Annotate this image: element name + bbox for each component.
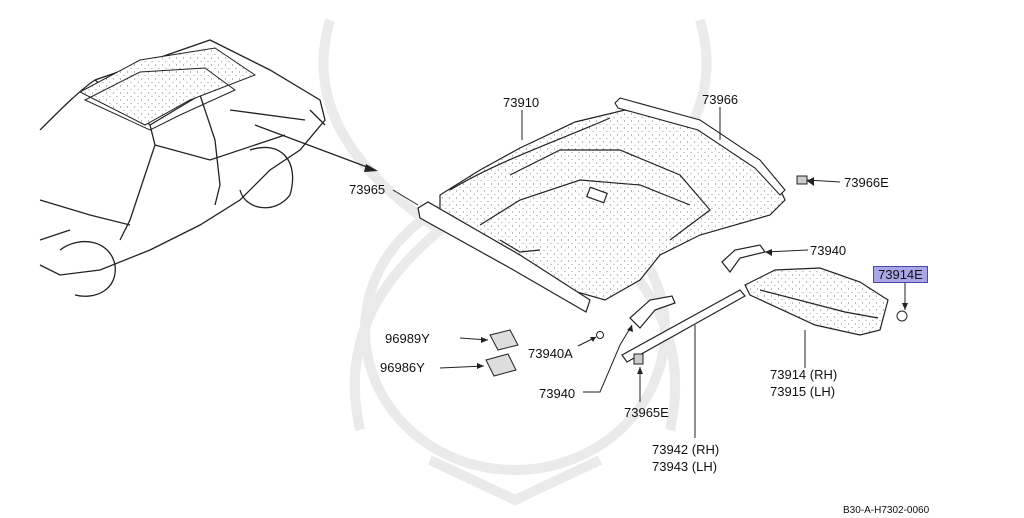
clip-73965e bbox=[633, 353, 644, 365]
arrow-head bbox=[364, 164, 378, 172]
lamp-96989y bbox=[489, 329, 519, 351]
label-73965: 73965 bbox=[349, 182, 386, 197]
roof-rail bbox=[614, 97, 786, 196]
label-96986y: 96986Y bbox=[380, 360, 425, 375]
pointer-arrow bbox=[254, 124, 376, 171]
assist-grip-bottom bbox=[629, 295, 676, 329]
clip-73966e bbox=[796, 175, 808, 185]
label-73942-rh: 73942 (RH) bbox=[652, 442, 720, 457]
label-73940-top: 73940 bbox=[810, 243, 847, 258]
assist-grip-top bbox=[721, 244, 767, 273]
screw-73940a bbox=[596, 331, 604, 339]
label-73910: 73910 bbox=[503, 95, 540, 110]
clip-73914e bbox=[896, 310, 908, 322]
headlining-panel bbox=[439, 109, 786, 301]
leader-arrowheads bbox=[477, 177, 908, 374]
label-73966: 73966 bbox=[702, 92, 739, 107]
car-roof-headlining bbox=[78, 47, 257, 131]
side-moulding bbox=[621, 289, 746, 363]
label-73915-lh: 73915 (LH) bbox=[770, 384, 836, 399]
label-73914e-highlighted[interactable]: 73914E bbox=[873, 266, 928, 283]
label-73940-bottom: 73940 bbox=[539, 386, 576, 401]
trim-panel bbox=[744, 267, 889, 336]
label-96989y: 96989Y bbox=[385, 331, 430, 346]
drawing-code: B30-A-H7302-0060 bbox=[843, 505, 930, 516]
front-rail bbox=[417, 201, 591, 313]
label-73966e: 73966E bbox=[844, 175, 889, 190]
watermark-emblem bbox=[318, 18, 712, 506]
label-73943-lh: 73943 (LH) bbox=[652, 459, 718, 474]
label-73965e: 73965E bbox=[624, 405, 669, 420]
label-73940a: 73940A bbox=[528, 346, 573, 361]
label-73914-rh: 73914 (RH) bbox=[770, 367, 838, 382]
lamp-96986y bbox=[485, 353, 517, 377]
